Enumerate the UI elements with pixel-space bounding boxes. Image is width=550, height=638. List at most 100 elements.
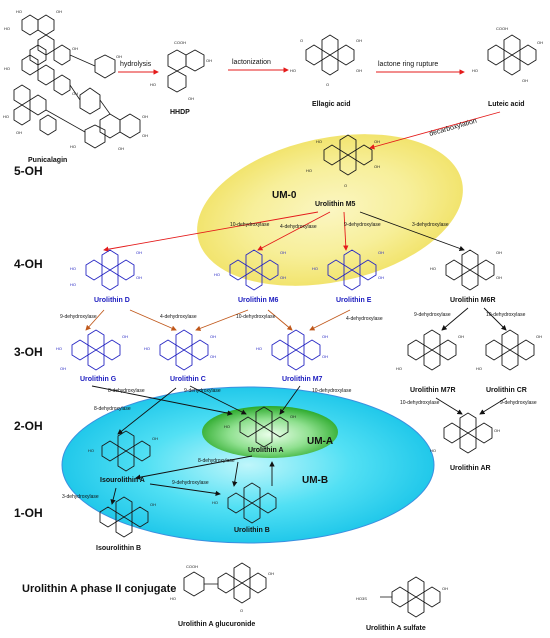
lactone-rupture-label: lactone ring rupture [378,61,438,68]
svg-text:OH: OH [56,9,62,14]
svg-text:HO: HO [396,366,402,371]
svg-text:O: O [326,82,329,87]
svg-text:HO: HO [88,448,94,453]
svg-text:HO: HO [170,596,176,601]
urolithin-b-structure: HO [212,482,277,524]
enz-m5-e: 9-dehydroxylase [344,222,381,228]
svg-text:OH: OH [210,354,216,359]
svg-text:OH: OH [496,275,502,280]
urolithin-m5-structure: HO OH HO OH O [306,134,380,188]
urolithin-cr-label: Urolithin CR [486,387,527,394]
svg-text:HO: HO [476,366,482,371]
svg-text:OH: OH [322,354,328,359]
zone-um0-ellipse [197,134,463,286]
isourolithin-b-label: Isourolithin B [96,545,141,552]
luteic-acid-label: Luteic acid [488,101,525,108]
urolithin-m6r-structure: HO OH OH [430,249,502,291]
urolithin-a-sulfate-label: Urolithin A sulfate [366,625,426,632]
d-to-c-arrow [129,309,177,331]
svg-text:O: O [240,608,243,613]
ellagic-acid-structure: O OH HO OH O [290,34,362,87]
svg-text:OH: OH [374,164,380,169]
urolithin-m7r-label: Urolithin M7R [410,387,456,394]
svg-text:OH: OH [494,428,500,433]
svg-text:HO: HO [4,26,10,31]
svg-text:COOH: COOH [186,564,198,569]
level-5oh-label: 5-OH [14,164,43,178]
svg-text:HO: HO [316,139,322,144]
enz-g-a: 8-dehydroxylase [108,388,145,394]
urolithin-a-glucuronide-label: Urolithin A glucuronide [178,621,255,628]
urolithin-m6-label: Urolithin M6 [238,297,279,304]
svg-text:HO: HO [212,500,218,505]
enz-c-a: 9-dehydroxylase [184,388,221,394]
enz-cr-ar: 9-dehydroxylase [500,400,537,406]
svg-text:OH: OH [356,38,362,43]
isourolithin-a-label: Isourolithin A [100,477,145,484]
urolithin-m7-label: Urolithin M7 [282,376,323,383]
urolithin-a-sulfate-structure: HO3S OH [356,576,448,618]
svg-text:HO: HO [3,114,9,119]
urolithin-ar-structure: OH HO [430,412,500,454]
svg-text:OH: OH [122,334,128,339]
a-to-b-arrow [232,461,239,487]
enz-isoa-b: 9-dehydroxylase [172,480,209,486]
c-to-a-arrow [189,385,247,415]
svg-text:O: O [344,183,347,188]
svg-text:OH: OH [537,40,543,45]
level-3oh-label: 3-OH [14,345,43,359]
enz-c-isoa: 8-dehydroxylase [94,406,131,412]
svg-text:OH: OH [378,275,384,280]
urolithin-g-structure: HO OH OH [56,329,128,371]
punicalagin-label: Punicalagin [28,157,67,164]
svg-text:OH: OH [496,250,502,255]
cr-to-ar-arrow [479,397,507,415]
m6-to-m7-arrow [267,309,293,331]
m7-to-a-arrow [279,385,301,415]
urolithin-m7-structure: HO OH OH [256,329,328,371]
svg-text:OH: OH [116,54,122,59]
svg-text:OH: OH [280,250,286,255]
svg-text:OH: OH [150,502,156,507]
enz-isoa-isob: 3-dehydroxylase [62,494,99,500]
level-4oh-label: 4-OH [14,257,43,271]
isourolithin-a-structure: HO OH [88,430,158,472]
enz-a-b: 8-dehydroxylase [198,458,235,464]
svg-text:OH: OH [356,68,362,73]
isoa-to-b-arrow [149,483,221,497]
conjugate-title: Urolithin A phase II conjugate [22,583,176,595]
svg-text:COOH: COOH [496,26,508,31]
svg-text:OH: OH [458,334,464,339]
m6-to-c-arrow [195,309,249,331]
decarboxylation-label: decarboxylation [429,118,478,138]
urolithin-c-structure: HO OH OH [144,329,216,371]
zone-uma-ellipse [202,406,338,458]
enz-m5-m6r: 3-dehydroxylase [412,222,449,228]
svg-text:HO: HO [256,346,262,351]
m7r-to-ar-arrow [435,397,463,415]
svg-text:OH: OH [268,571,274,576]
m5-to-m6r-arrow [359,211,465,251]
svg-text:OH: OH [142,114,148,119]
svg-text:HO: HO [4,66,10,71]
enz-d-g: 9-dehydroxylase [60,314,97,320]
svg-text:OH: OH [142,133,148,138]
urolithin-m6-structure: HO OH OH [214,249,286,291]
hhdp-structure: COOH HO OH OH [150,40,212,101]
urolithin-m6r-label: Urolithin M6R [450,297,496,304]
zone-umb-ellipse [61,386,435,544]
level-1oh-label: 1-OH [14,506,43,520]
svg-text:OH: OH [210,334,216,339]
m5-to-m6-arrow [257,211,331,251]
svg-text:OH: OH [118,146,124,151]
urolithin-b-label: Urolithin B [234,527,270,534]
m5-to-d-arrow [103,211,319,252]
svg-text:COOH: COOH [174,40,186,45]
svg-text:O: O [300,38,303,43]
enz-m6r-cr: 10-dehydroxylase [486,312,526,318]
luteic-acid-structure: COOH HO OH OH [472,26,543,83]
svg-text:OH: OH [136,250,142,255]
hhdp-label: HHDP [170,109,190,116]
